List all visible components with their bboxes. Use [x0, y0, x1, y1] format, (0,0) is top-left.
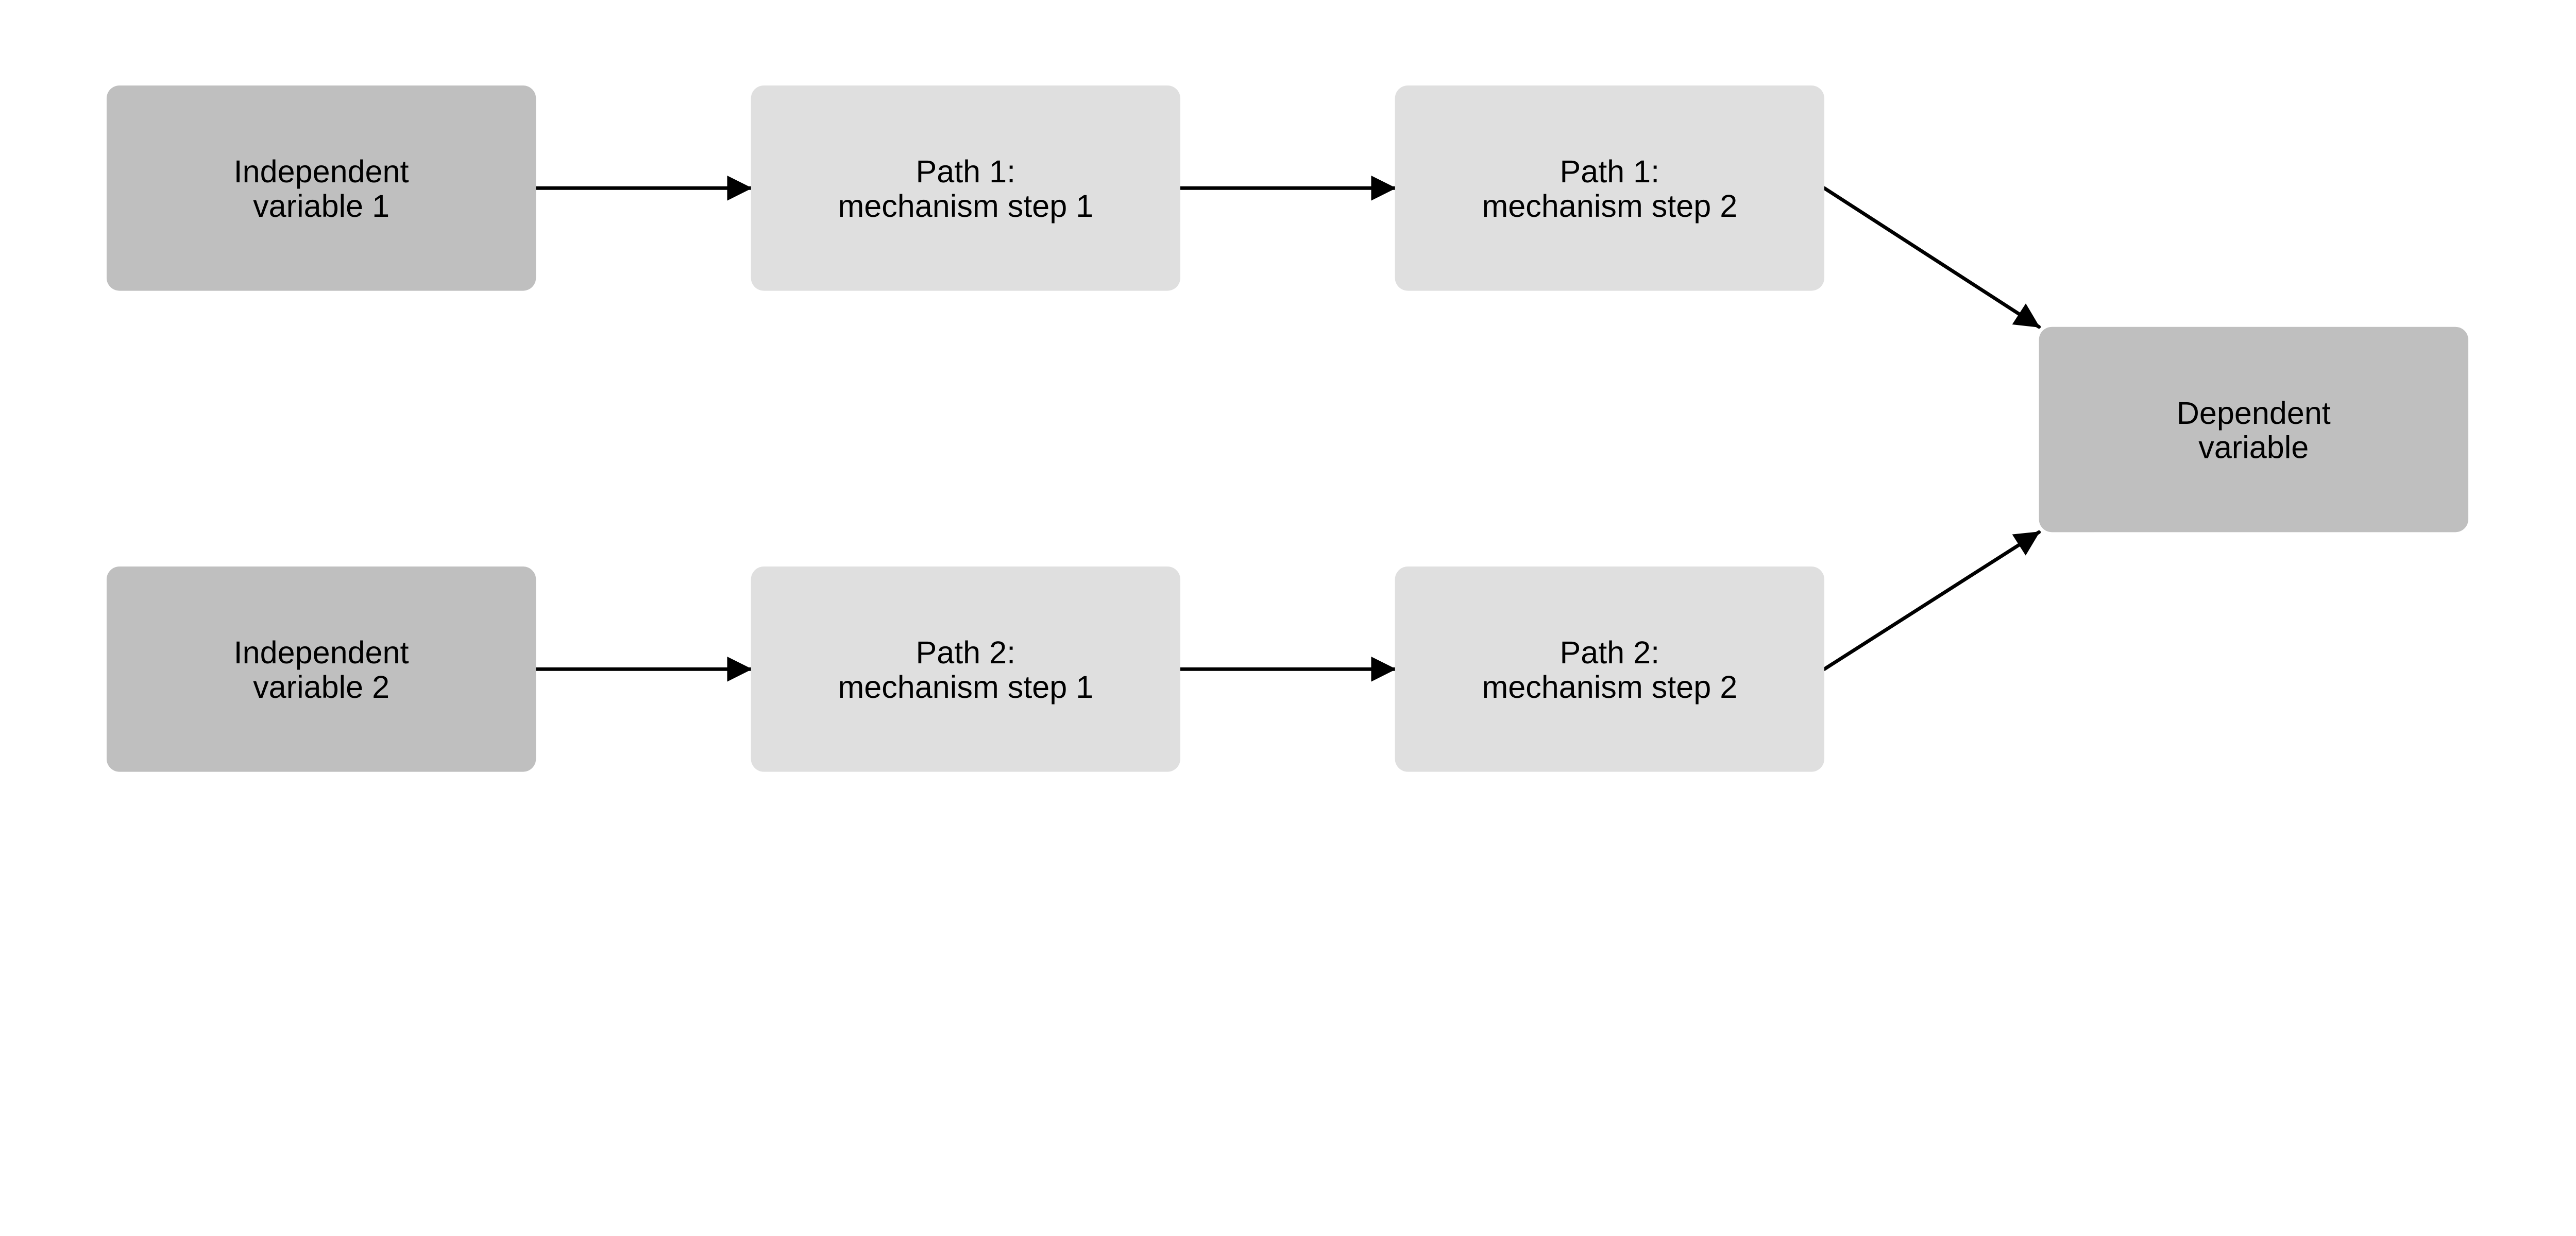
node-p2s2: Path 2:mechanism step 2: [1395, 566, 1824, 772]
node-label: variable 1: [253, 188, 389, 224]
node-label: Independent: [234, 154, 409, 189]
node-label: Path 1:: [916, 154, 1015, 189]
node-box: [106, 85, 536, 291]
node-box: [106, 566, 536, 772]
node-box: [751, 566, 1180, 772]
arrow-p2s2-to-dv: [1822, 530, 2041, 671]
node-label: Independent: [234, 635, 409, 670]
node-p1s1: Path 1:mechanism step 1: [751, 85, 1180, 291]
arrow-p1s2-to-dv: [1822, 186, 2041, 329]
node-label: Path 2:: [916, 635, 1015, 670]
node-label: Path 2:: [1560, 635, 1659, 670]
node-p1s2: Path 1:mechanism step 2: [1395, 85, 1824, 291]
node-p2s1: Path 2:mechanism step 1: [751, 566, 1180, 772]
node-label: mechanism step 2: [1482, 670, 1737, 705]
node-label: Path 1:: [1560, 154, 1659, 189]
node-box: [1395, 566, 1824, 772]
node-box: [751, 85, 1180, 291]
node-label: variable 2: [253, 670, 389, 705]
edges: [534, 175, 2041, 682]
node-label: mechanism step 1: [838, 670, 1093, 705]
node-box: [2039, 327, 2468, 533]
node-label: mechanism step 2: [1482, 188, 1737, 224]
node-label: Dependent: [2177, 396, 2331, 431]
node-label: mechanism step 1: [838, 188, 1093, 224]
node-label: variable: [2198, 430, 2309, 465]
node-box: [1395, 85, 1824, 291]
